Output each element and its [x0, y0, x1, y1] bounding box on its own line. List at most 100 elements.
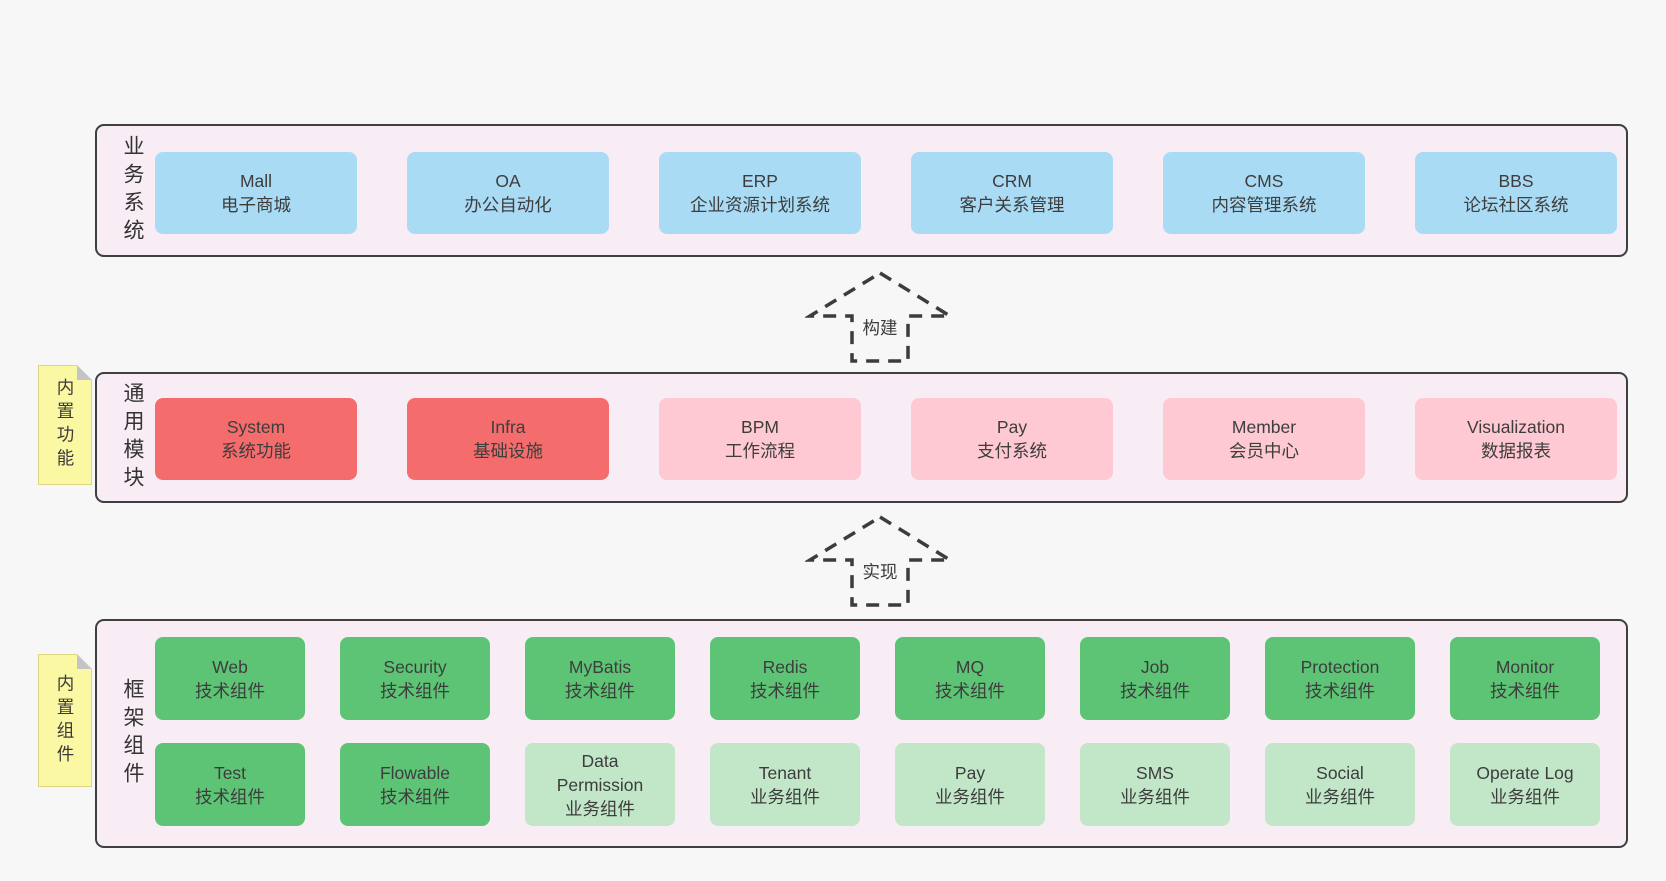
box-subtitle: 企业资源计划系统: [690, 195, 830, 215]
box-title: MQ: [955, 656, 985, 677]
box-subtitle: 技术组件: [1490, 680, 1560, 701]
box-title: Pay: [996, 417, 1028, 437]
box-mybatis: MyBatis 技术组件: [525, 637, 675, 720]
box-subtitle: 业务组件: [935, 786, 1005, 807]
box-subtitle: 会员中心: [1229, 441, 1299, 461]
folded-corner-icon: [77, 365, 92, 380]
box-title: Tenant: [758, 762, 812, 783]
box-title: Protection: [1300, 656, 1380, 677]
box-title: BBS: [1498, 171, 1534, 191]
box-title: Monitor: [1495, 656, 1555, 677]
box-title: Mall: [239, 171, 273, 191]
box-subtitle: 业务组件: [565, 798, 635, 819]
note-text: 内置功能: [55, 378, 75, 472]
box-social: Social 业务组件: [1265, 743, 1415, 826]
box-subtitle: 技术组件: [1120, 680, 1190, 701]
box-cms: CMS 内容管理系统: [1163, 152, 1365, 234]
box-subtitle: 论坛社区系统: [1463, 195, 1569, 215]
built-in-components-note: 内置组件: [38, 654, 92, 787]
box-title: Security: [383, 656, 447, 677]
box-flowable: Flowable 技术组件: [340, 743, 490, 826]
box-protection: Protection 技术组件: [1265, 637, 1415, 720]
box-crm: CRM 客户关系管理: [911, 152, 1113, 234]
box-subtitle: 技术组件: [1305, 680, 1375, 701]
box-title: Infra: [490, 417, 526, 437]
box-subtitle: 内容管理系统: [1211, 195, 1317, 215]
box-mall: Mall 电子商城: [155, 152, 357, 234]
folded-corner-icon: [77, 654, 92, 669]
box-test: Test 技术组件: [155, 743, 305, 826]
box-subtitle: 业务组件: [1490, 786, 1560, 807]
box-bpm: BPM 工作流程: [659, 398, 861, 480]
box-title: MyBatis: [568, 656, 632, 677]
implement-arrow-label: 实现: [858, 559, 902, 584]
box-subtitle: 业务组件: [1120, 786, 1190, 807]
box-subtitle: 技术组件: [565, 680, 635, 701]
box-title: BPM: [741, 417, 779, 437]
box-title: Redis: [762, 656, 808, 677]
box-infra: Infra 基础设施: [407, 398, 609, 480]
box-sms: SMS 业务组件: [1080, 743, 1230, 826]
box-data-permission: Data Permission 业务组件: [525, 743, 675, 826]
box-subtitle: 数据报表: [1481, 441, 1551, 461]
box-subtitle: 基础设施: [473, 441, 543, 461]
box-pay: Pay 支付系统: [911, 398, 1113, 480]
box-title: CMS: [1244, 171, 1284, 191]
box-title: OA: [495, 171, 521, 191]
box-subtitle: 电子商城: [221, 195, 291, 215]
box-subtitle: 技术组件: [750, 680, 820, 701]
box-title: Web: [212, 656, 248, 677]
framework-components-label: 框架组件: [121, 677, 144, 790]
box-subtitle: 系统功能: [221, 441, 291, 461]
business-systems-layer: 业务系统 Mall 电子商城 OA 办公自动化 ERP 企业资源计划系统 CRM…: [95, 124, 1628, 257]
box-web: Web 技术组件: [155, 637, 305, 720]
box-job: Job 技术组件: [1080, 637, 1230, 720]
box-subtitle: 业务组件: [1305, 786, 1375, 807]
box-title: Test: [213, 762, 247, 783]
box-tenant: Tenant 业务组件: [710, 743, 860, 826]
box-subtitle: 客户关系管理: [959, 195, 1065, 215]
box-title: Job: [1140, 656, 1170, 677]
box-system: System 系统功能: [155, 398, 357, 480]
box-title: Operate Log: [1476, 762, 1574, 783]
box-title: CRM: [992, 171, 1032, 191]
box-title: Visualization: [1467, 417, 1565, 437]
box-title: Data Permission: [556, 750, 644, 795]
box-erp: ERP 企业资源计划系统: [659, 152, 861, 234]
box-title: ERP: [742, 171, 778, 191]
build-arrow: 构建: [803, 270, 957, 364]
box-subtitle: 工作流程: [725, 441, 795, 461]
common-modules-label: 通用模块: [121, 381, 144, 494]
box-subtitle: 技术组件: [195, 786, 265, 807]
box-title: Social: [1316, 762, 1364, 783]
box-subtitle: 技术组件: [380, 786, 450, 807]
box-visualization: Visualization 数据报表: [1415, 398, 1617, 480]
build-arrow-label: 构建: [858, 315, 902, 340]
note-text: 内置组件: [55, 673, 75, 768]
framework-components-boxes: Web 技术组件 Security 技术组件 MyBatis 技术组件 Redi…: [155, 637, 1600, 826]
box-monitor: Monitor 技术组件: [1450, 637, 1600, 720]
built-in-features-note: 内置功能: [38, 365, 92, 485]
box-pay-component: Pay 业务组件: [895, 743, 1045, 826]
box-subtitle: 支付系统: [977, 441, 1047, 461]
business-systems-label: 业务系统: [121, 134, 144, 247]
box-title: System: [226, 417, 286, 437]
box-bbs: BBS 论坛社区系统: [1415, 152, 1617, 234]
box-subtitle: 业务组件: [750, 786, 820, 807]
box-title: SMS: [1136, 762, 1174, 783]
implement-arrow: 实现: [803, 514, 957, 608]
box-subtitle: 技术组件: [935, 680, 1005, 701]
common-modules-boxes: System 系统功能 Infra 基础设施 BPM 工作流程 Pay 支付系统…: [155, 398, 1617, 480]
framework-components-layer: 框架组件 Web 技术组件 Security 技术组件 MyBatis 技术组件…: [95, 619, 1628, 848]
box-title: Flowable: [379, 762, 451, 783]
common-modules-layer: 通用模块 System 系统功能 Infra 基础设施 BPM 工作流程 Pay…: [95, 372, 1628, 503]
box-subtitle: 办公自动化: [464, 195, 552, 215]
box-oa: OA 办公自动化: [407, 152, 609, 234]
business-systems-boxes: Mall 电子商城 OA 办公自动化 ERP 企业资源计划系统 CRM 客户关系…: [155, 152, 1617, 234]
box-mq: MQ 技术组件: [895, 637, 1045, 720]
box-title: Pay: [954, 762, 986, 783]
box-title: Member: [1231, 417, 1297, 437]
box-member: Member 会员中心: [1163, 398, 1365, 480]
up-block-arrow-icon: [803, 514, 957, 607]
